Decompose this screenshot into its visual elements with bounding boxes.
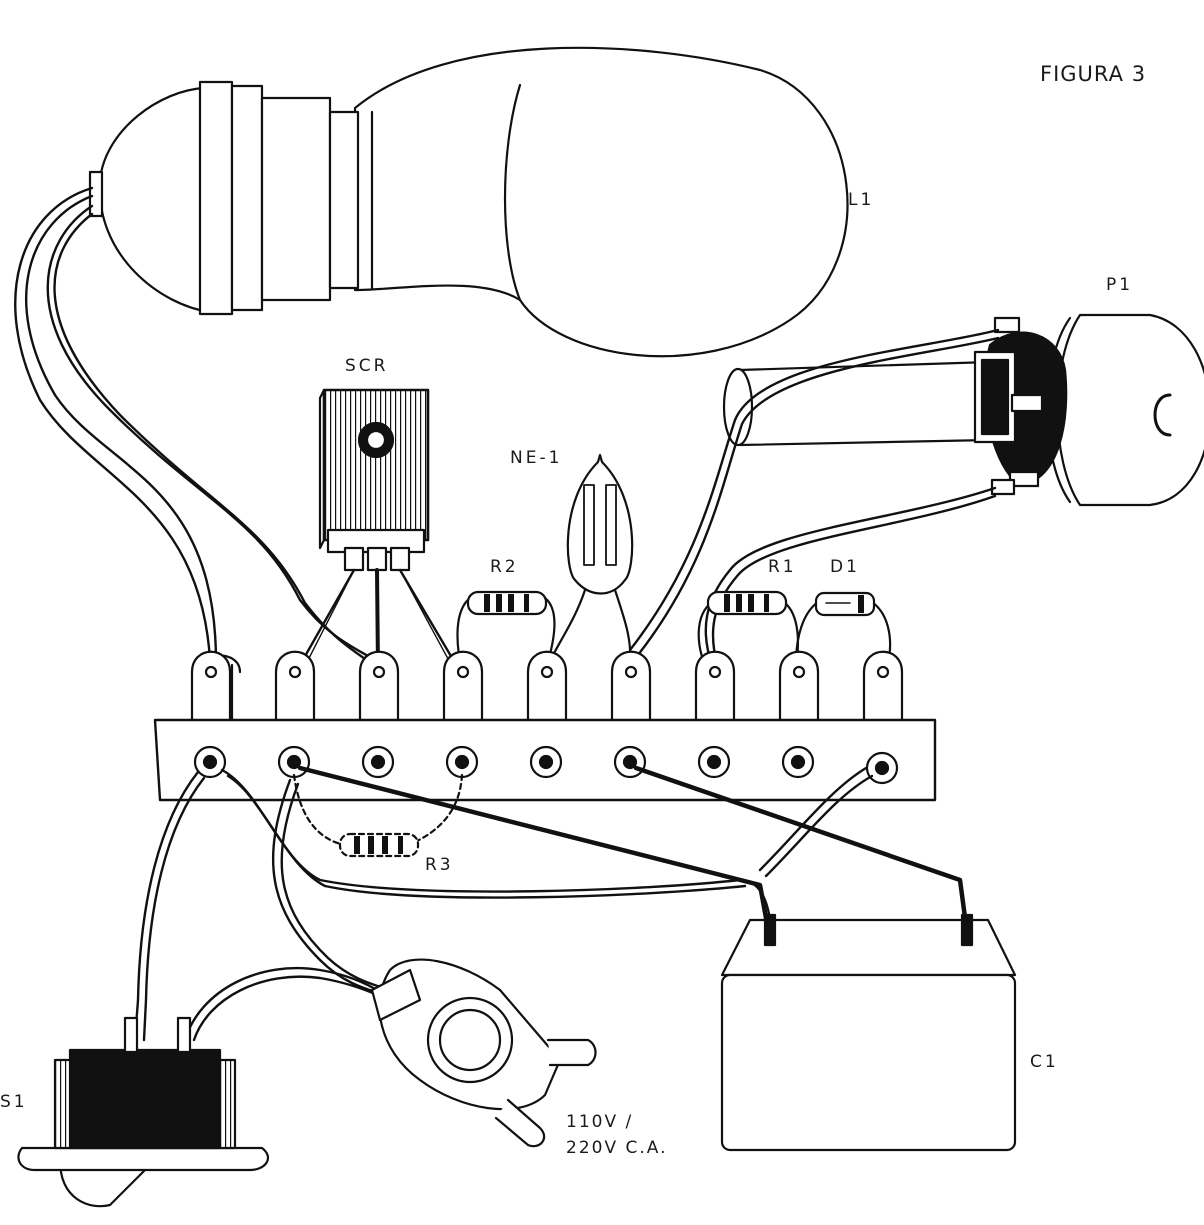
lamp-wires bbox=[14, 186, 382, 672]
label-plug-voltage-2: 220V C.A. bbox=[566, 1138, 668, 1158]
label-scr: SCR bbox=[345, 356, 389, 376]
label-plug-voltage-1: 110V / bbox=[566, 1112, 634, 1132]
plug bbox=[370, 958, 597, 1148]
resistor-r1 bbox=[697, 590, 800, 674]
resistor-r3 bbox=[292, 773, 464, 858]
lamp-l1 bbox=[88, 46, 849, 358]
label-p1: P1 bbox=[1106, 275, 1134, 295]
terminal-strip bbox=[153, 650, 937, 802]
potentiometer-wires bbox=[628, 328, 1000, 670]
label-l1: L1 bbox=[848, 190, 875, 210]
scr bbox=[298, 388, 460, 671]
figure-title: FIGURA 3 bbox=[1040, 62, 1147, 86]
label-d1: D1 bbox=[830, 557, 860, 577]
label-ne1: NE-1 bbox=[510, 448, 563, 468]
switch-s1 bbox=[17, 1016, 269, 1208]
label-r1: R1 bbox=[768, 557, 797, 577]
neon-ne1 bbox=[546, 453, 634, 667]
label-r2: R2 bbox=[490, 557, 519, 577]
label-s1: S1 bbox=[0, 1092, 28, 1112]
label-c1: C1 bbox=[1030, 1052, 1059, 1072]
bottom-wiring bbox=[133, 765, 971, 1042]
label-r3: R3 bbox=[425, 855, 454, 875]
potentiometer-p1 bbox=[722, 313, 1204, 507]
capacitor-c1 bbox=[720, 913, 1017, 1152]
